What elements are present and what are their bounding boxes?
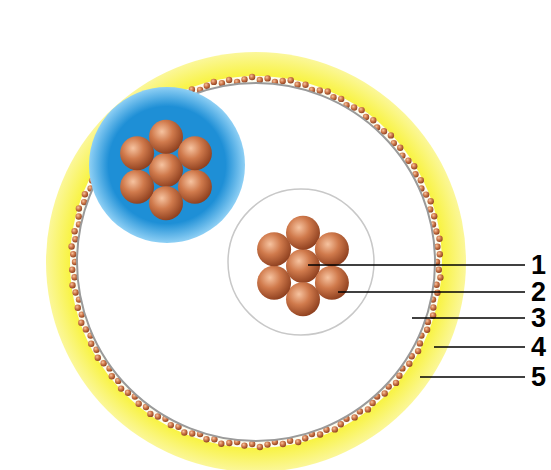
braid-wire [226, 440, 232, 446]
braid-wire [423, 191, 429, 197]
braid-wire [280, 441, 286, 447]
copper-strand [315, 232, 349, 266]
copper-braid [68, 74, 443, 450]
braid-wire [437, 251, 443, 257]
braid-wire [370, 117, 376, 123]
braid-wire [317, 87, 323, 93]
screen-foil [77, 83, 435, 441]
braid-wire [332, 426, 338, 432]
braid-wire [338, 96, 344, 102]
braid-wire [71, 228, 77, 234]
braid-wire [95, 355, 101, 361]
outer-sheath [46, 52, 466, 470]
braid-wire [69, 267, 75, 273]
braid-wire [415, 348, 421, 354]
braid-wire [136, 401, 142, 407]
braid-wire [211, 79, 217, 85]
braid-wire [241, 76, 247, 82]
braid-wire [82, 191, 88, 197]
braid-wire [437, 274, 443, 280]
copper-strand [286, 282, 320, 316]
braid-wire [302, 435, 308, 441]
braid-wire [436, 267, 442, 273]
braid-wire [264, 75, 270, 81]
callout-number: 1 [531, 252, 546, 279]
braid-wire [351, 414, 357, 420]
braid-wire [203, 436, 209, 442]
braid-wire [226, 77, 232, 83]
conductor-strands [120, 120, 349, 317]
braid-wire [68, 243, 74, 249]
braid-wire [69, 282, 75, 288]
copper-strand [149, 120, 183, 154]
leader-lines [308, 265, 525, 377]
braid-ground [70, 76, 442, 448]
braid-wire [302, 82, 308, 88]
copper-strand [149, 153, 183, 187]
braid-wire [428, 198, 434, 204]
braid-wire [76, 213, 82, 219]
braid-wire [388, 132, 394, 138]
braid-wire [433, 228, 439, 234]
braid-wire [406, 361, 412, 367]
braid-wire [70, 251, 76, 257]
braid-wire [147, 411, 153, 417]
copper-strand [286, 216, 320, 250]
braid-wire [424, 327, 430, 333]
blue-insulation [89, 87, 245, 243]
braid-wire [75, 305, 81, 311]
braid-wire [72, 289, 78, 295]
braid-wire [358, 107, 364, 113]
braid-wire [109, 373, 115, 379]
braid-wire [204, 83, 210, 89]
copper-strand [120, 136, 154, 170]
braid-wire [189, 430, 195, 436]
braid-wire [382, 390, 388, 396]
braid-wire [317, 431, 323, 437]
callout-number: 5 [531, 364, 546, 391]
copper-strand [178, 170, 212, 204]
braid-wire [417, 340, 423, 346]
braid-wire [264, 441, 270, 447]
braid-wire [249, 74, 255, 80]
callout-number: 3 [531, 305, 546, 332]
white-insulation [228, 189, 374, 335]
braid-wire [411, 163, 417, 169]
braid-wire [431, 213, 437, 219]
braid-wire [241, 442, 247, 448]
copper-strand [257, 232, 291, 266]
callout-number: 4 [531, 334, 546, 361]
braid-wire [118, 385, 124, 391]
braid-wire [257, 444, 263, 450]
braid-wire [168, 422, 174, 428]
braid-wire [365, 406, 371, 412]
braid-wire [288, 77, 294, 83]
braid-wire [76, 205, 82, 211]
braid-wire [325, 88, 331, 94]
braid-wire [430, 304, 436, 310]
copper-strand [149, 186, 183, 220]
copper-strand [257, 266, 291, 300]
braid-wire [280, 78, 286, 84]
braid-wire [181, 429, 187, 435]
copper-strand [286, 249, 320, 283]
callout-number: 2 [531, 279, 546, 306]
braid-wire [393, 380, 399, 386]
braid-wire [83, 326, 89, 332]
copper-strand [315, 266, 349, 300]
copper-strand [178, 136, 212, 170]
braid-wire [436, 236, 442, 242]
copper-strand [120, 170, 154, 204]
braid-wire [78, 320, 84, 326]
braid-wire [218, 441, 224, 447]
braid-wire [418, 177, 424, 183]
braid-wire [295, 439, 301, 445]
braid-wire [397, 145, 403, 151]
braid-wire [338, 421, 344, 427]
braid-wire [88, 341, 94, 347]
